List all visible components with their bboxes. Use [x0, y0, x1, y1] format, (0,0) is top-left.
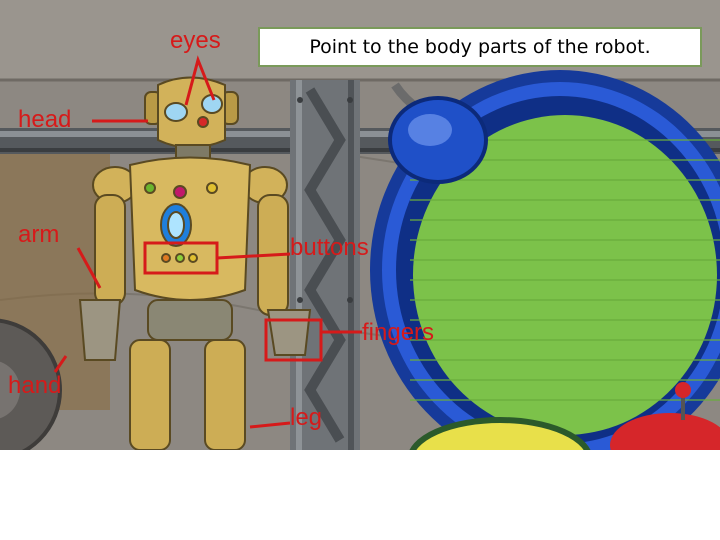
label-head: head: [18, 106, 72, 133]
instruction-title: Point to the body parts of the robot.: [258, 27, 702, 67]
label-fingers: fingers: [362, 319, 435, 346]
label-arm: arm: [18, 221, 60, 248]
label-eyes: eyes: [170, 27, 221, 54]
label-buttons: buttons: [290, 234, 369, 261]
label-leg: leg: [290, 404, 323, 431]
label-hand: hand: [8, 372, 62, 399]
robot-illustration: [0, 0, 720, 450]
instruction-title-text: Point to the body parts of the robot.: [309, 36, 651, 58]
